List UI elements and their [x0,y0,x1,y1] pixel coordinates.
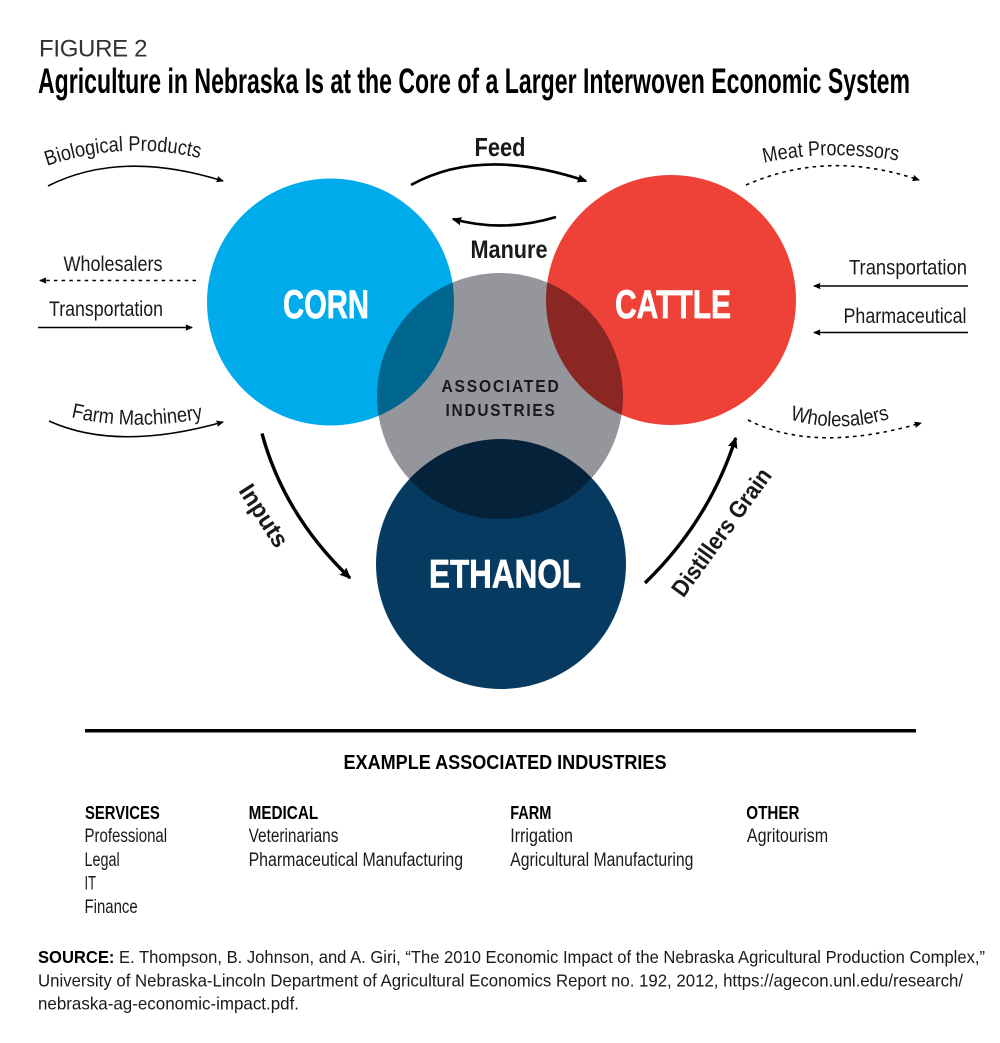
svg-text:Manure: Manure [471,236,548,264]
svg-text:MEDICAL: MEDICAL [249,803,319,823]
svg-text:Biological Products: Biological Products [42,133,204,171]
svg-text:Farm Machinery: Farm Machinery [70,400,204,430]
svg-text:ETHANOL: ETHANOL [429,553,581,597]
svg-text:Professional: Professional [85,826,168,847]
svg-text:Veterinarians: Veterinarians [249,826,339,847]
svg-text:FIGURE 2: FIGURE 2 [39,36,148,63]
svg-text:Wholesalers: Wholesalers [64,253,163,276]
svg-text:CATTLE: CATTLE [615,283,731,327]
svg-text:FARM: FARM [510,803,551,823]
svg-text:Agritourism: Agritourism [747,826,828,847]
svg-text:SERVICES: SERVICES [85,803,160,823]
svg-text:INDUSTRIES: INDUSTRIES [446,400,557,420]
svg-text:Irrigation: Irrigation [510,826,573,847]
svg-text:Distillers Grain: Distillers Grain [666,463,777,602]
svg-text:Meat Processors: Meat Processors [760,137,900,167]
svg-text:Wholesalers: Wholesalers [789,401,891,431]
svg-text:University of Nebraska-Lincoln: University of Nebraska-Lincoln Departmen… [38,971,963,991]
svg-text:Legal: Legal [85,850,120,871]
svg-text:Transportation: Transportation [49,298,163,321]
svg-text:OTHER: OTHER [746,803,799,823]
svg-text:Feed: Feed [475,132,526,162]
svg-text:EXAMPLE ASSOCIATED INDUSTRIES: EXAMPLE ASSOCIATED INDUSTRIES [344,752,667,774]
svg-text:Agriculture in Nebraska Is at: Agriculture in Nebraska Is at the Core o… [38,62,910,101]
svg-text:ASSOCIATED: ASSOCIATED [442,376,561,396]
svg-text:IT: IT [85,874,97,895]
svg-text:Pharmaceutical: Pharmaceutical [844,305,967,328]
svg-text:SOURCE: E. Thompson, B. Johnso: SOURCE: E. Thompson, B. Johnson, and A. … [38,947,985,967]
svg-text:nebraska-ag-economic-impact.pd: nebraska-ag-economic-impact.pdf. [38,994,299,1014]
svg-text:Agricultural Manufacturing: Agricultural Manufacturing [510,850,693,871]
svg-text:Finance: Finance [85,897,138,918]
svg-text:Pharmaceutical Manufacturing: Pharmaceutical Manufacturing [249,850,464,871]
svg-text:Transportation: Transportation [849,257,967,280]
svg-text:CORN: CORN [283,283,369,327]
